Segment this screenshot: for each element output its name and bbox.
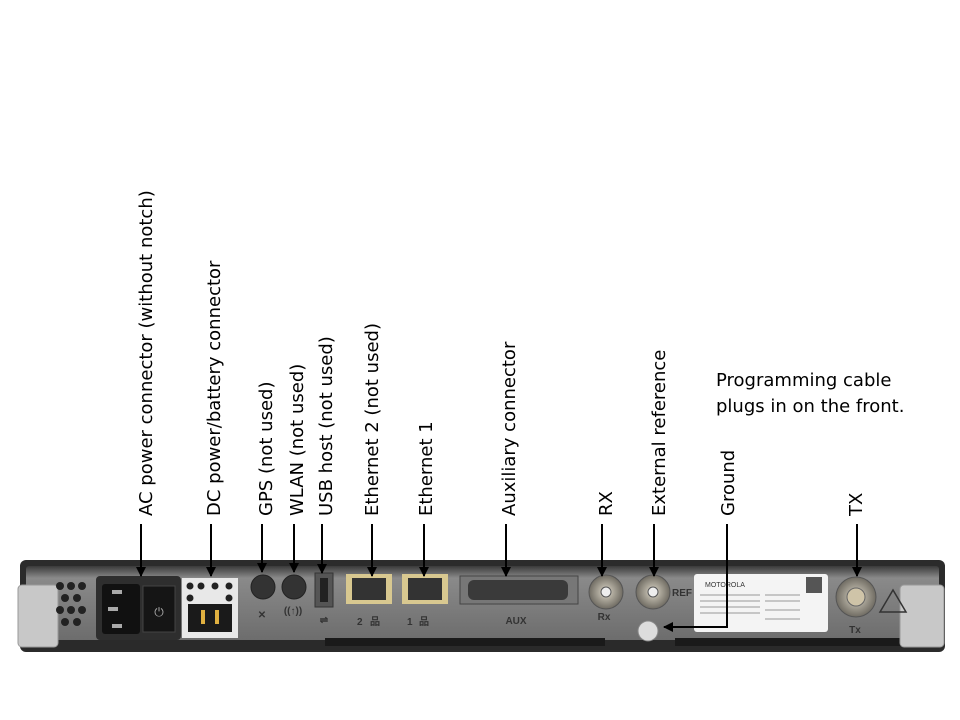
note-line-1: Programming cable <box>716 370 892 391</box>
hot-surface-warning-icon <box>878 588 908 613</box>
left-handle <box>17 584 59 648</box>
wlan-connector <box>281 574 307 600</box>
label-external-reference: External reference <box>649 350 670 516</box>
label-ethernet-1: Ethernet 1 <box>416 421 437 516</box>
power-switch <box>142 585 176 633</box>
label-ground: Ground <box>718 450 739 516</box>
gps-icon: ✕ <box>258 610 266 621</box>
product-label: MOTOROLA <box>694 574 828 632</box>
right-handle <box>899 584 945 648</box>
psu-vent-holes <box>56 582 86 626</box>
eth2-silk: 2 <box>357 617 363 628</box>
label-auxiliary: Auxiliary connector <box>499 341 520 516</box>
brand-text: MOTOROLA <box>705 582 745 589</box>
label-dc-power: DC power/battery connector <box>204 260 225 516</box>
programming-cable-note: Programming cable plugs in on the front. <box>716 368 904 420</box>
label-gps: GPS (not used) <box>256 382 277 516</box>
aux-connector <box>459 575 579 605</box>
usb-icon: ⇌ <box>320 615 329 626</box>
wlan-icon: ((↑)) <box>284 606 302 617</box>
aux-silk: AUX <box>505 616 526 627</box>
network-icon: 品 <box>419 616 429 628</box>
ethernet-1-port <box>402 574 448 604</box>
ethernet-2-port <box>346 574 392 604</box>
label-usb: USB host (not used) <box>316 336 337 516</box>
gps-connector <box>250 574 276 600</box>
label-ethernet-2: Ethernet 2 (not used) <box>362 323 383 516</box>
tx-silk: Tx <box>849 625 861 636</box>
qr-code <box>806 577 822 593</box>
label-ac-power: AC power connector (without notch) <box>136 190 157 516</box>
callout-arrows <box>136 524 862 632</box>
dc-power-connector <box>182 578 238 638</box>
device-chassis: ⏻ ✕ ((↑)) ⇌ 2 品 1 品 AUX Rx REF <box>17 560 945 652</box>
label-tx: TX <box>846 493 867 517</box>
network-icon: 品 <box>370 616 380 628</box>
ref-silk: REF <box>672 588 692 599</box>
note-line-2: plugs in on the front. <box>716 396 905 417</box>
ac-power-inlet: ⏻ <box>96 576 181 640</box>
eth1-silk: 1 <box>407 617 413 628</box>
label-rx: RX <box>596 491 617 516</box>
label-wlan: WLAN (not used) <box>287 364 308 516</box>
svg-text:⏻: ⏻ <box>154 605 164 619</box>
vent-slots <box>325 638 905 646</box>
rx-silk: Rx <box>598 612 611 623</box>
ground-screw <box>637 620 659 642</box>
arrow-ground <box>663 524 728 632</box>
